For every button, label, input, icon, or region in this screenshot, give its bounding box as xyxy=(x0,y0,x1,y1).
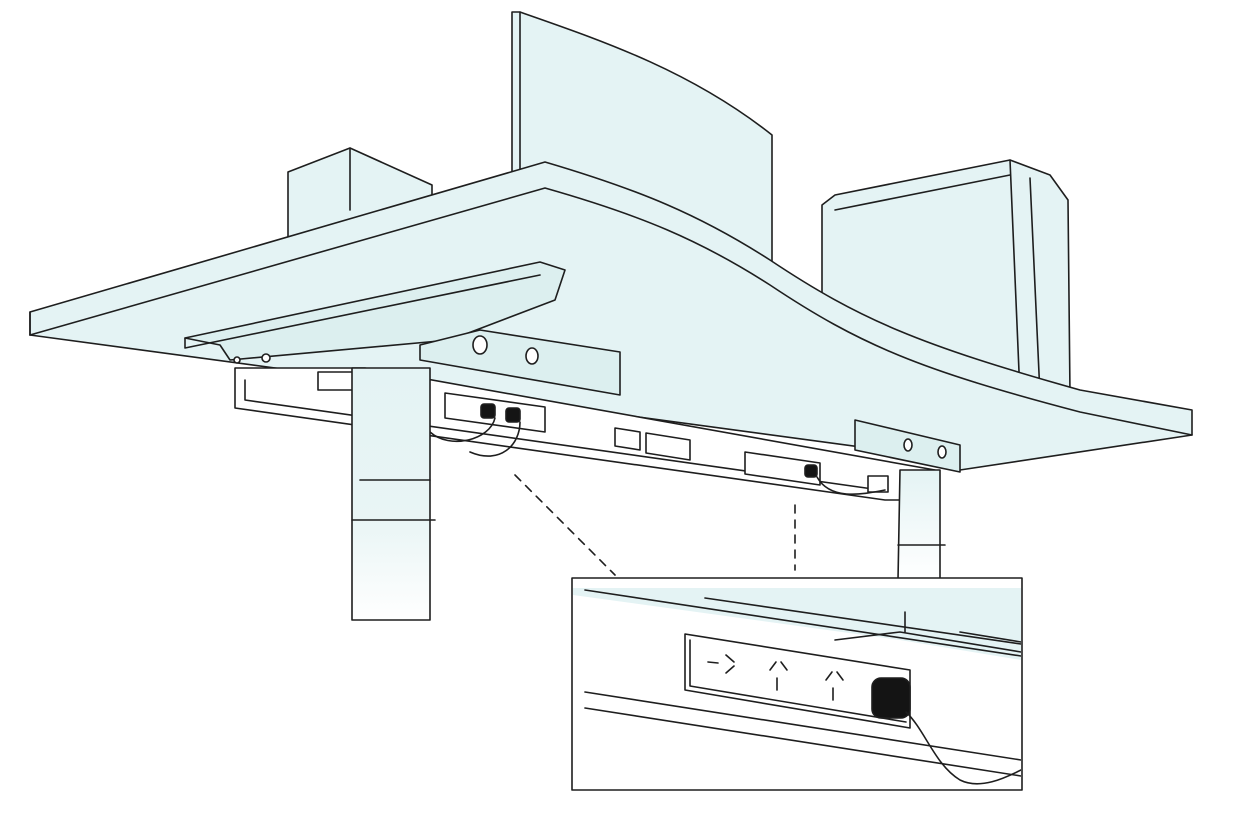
desktop xyxy=(29,161,1193,471)
right-bracket xyxy=(854,419,961,473)
left-bracket xyxy=(184,261,566,364)
power-outlet-icon xyxy=(769,661,788,691)
right-leg xyxy=(897,469,946,581)
left-leg xyxy=(351,367,436,621)
callout-detail xyxy=(571,577,1023,791)
power-outlet-icon xyxy=(825,671,844,701)
cross-bar xyxy=(419,329,621,396)
power-plug-icon xyxy=(871,677,911,719)
power-outlet-icon xyxy=(707,654,735,674)
callout-leader-lines xyxy=(514,474,796,576)
power-outlet-strip xyxy=(684,633,911,729)
